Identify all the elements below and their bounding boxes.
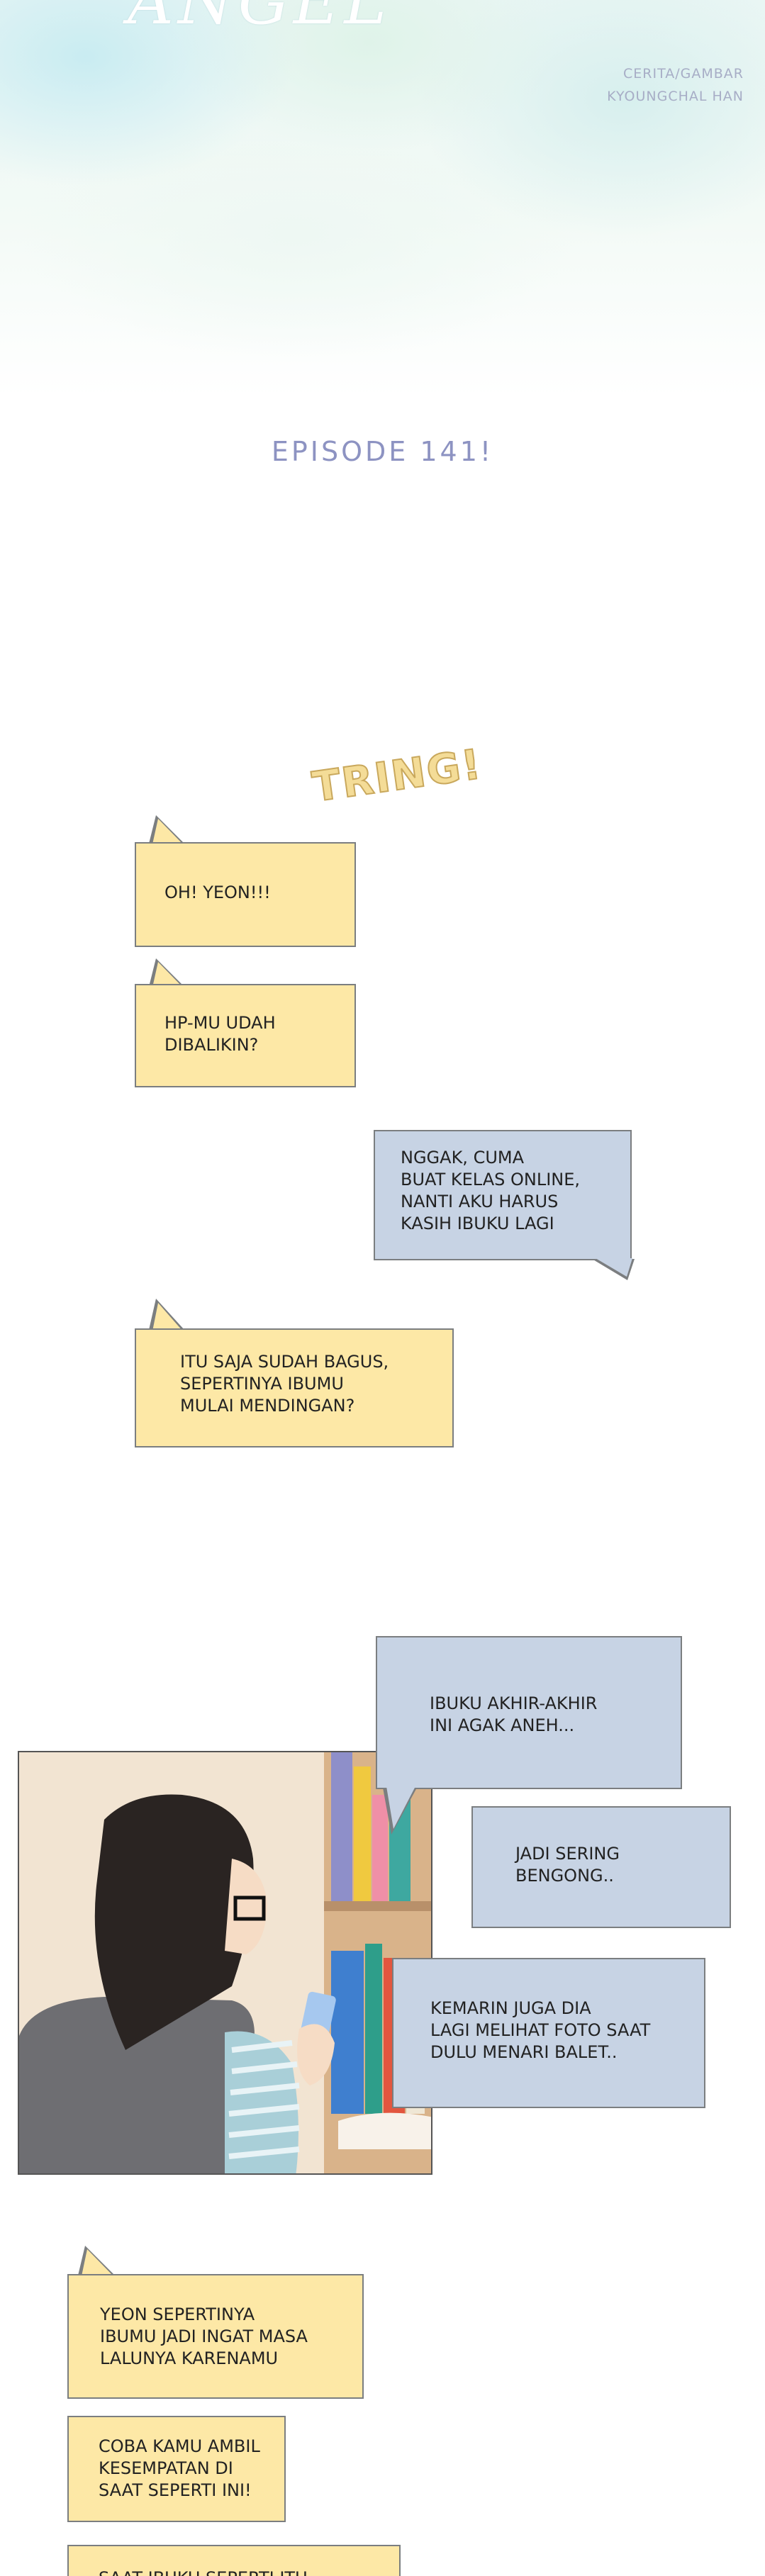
title-header: ANGEL CERITA/GAMBAR KYOUNGCHAL HAN bbox=[0, 0, 765, 397]
chat-text: YEON SEPERTINYA IBUMU JADI INGAT MASA LA… bbox=[100, 2305, 308, 2368]
credit-role: CERITA/GAMBAR bbox=[623, 66, 744, 82]
girl-with-phone-drawing bbox=[19, 1752, 431, 2173]
bubble-tail bbox=[152, 1303, 183, 1331]
chat-text: KEMARIN JUGA DIA LAGI MELIHAT FOTO SAAT … bbox=[430, 1998, 651, 2062]
chat-text: OH! YEON!!! bbox=[164, 883, 271, 902]
chat-bubble-friend: HP-MU UDAH DIBALIKIN? bbox=[135, 984, 356, 1087]
chat-text: JADI SERING BENGONG.. bbox=[515, 1844, 620, 1886]
bubble-tail bbox=[152, 962, 183, 987]
chat-bubble-friend: SAAT IBUKU SEPERTI ITU bbox=[67, 2545, 401, 2576]
author-credit: CERITA/GAMBAR KYOUNGCHAL HAN bbox=[607, 62, 744, 108]
chat-bubble-friend: ITU SAJA SUDAH BAGUS, SEPERTINYA IBUMU M… bbox=[135, 1328, 454, 1447]
chat-bubble-friend: OH! YEON!!! bbox=[135, 842, 356, 947]
credit-author: KYOUNGCHAL HAN bbox=[607, 89, 744, 104]
chat-bubble-yeon: JADI SERING BENGONG.. bbox=[471, 1806, 731, 1928]
bubble-tail bbox=[82, 2249, 113, 2276]
chat-text: ITU SAJA SUDAH BAGUS, SEPERTINYA IBUMU M… bbox=[180, 1352, 389, 1416]
reading-phone-illustration bbox=[18, 1751, 432, 2175]
bubble-tail bbox=[596, 1258, 632, 1277]
chat-bubble-friend: COBA KAMU AMBIL KESEMPATAN DI SAAT SEPER… bbox=[67, 2416, 286, 2522]
bubble-tail bbox=[152, 819, 183, 844]
chat-bubble-yeon: NGGAK, CUMA BUAT KELAS ONLINE, NANTI AKU… bbox=[374, 1130, 632, 1260]
phone-sound-effect: TRING! bbox=[308, 739, 486, 812]
episode-label: EPISODE 141! bbox=[271, 436, 494, 467]
series-title: ANGEL bbox=[128, 0, 391, 39]
bubble-tail bbox=[386, 1786, 415, 1829]
chat-text: SAAT IBUKU SEPERTI ITU bbox=[99, 2567, 308, 2576]
chat-bubble-yeon: KEMARIN JUGA DIA LAGI MELIHAT FOTO SAAT … bbox=[392, 1958, 705, 2108]
chat-text: HP-MU UDAH DIBALIKIN? bbox=[164, 1013, 276, 1055]
chat-text: IBUKU AKHIR-AKHIR INI AGAK ANEH... bbox=[430, 1693, 598, 1735]
chat-text: COBA KAMU AMBIL KESEMPATAN DI SAAT SEPER… bbox=[99, 2436, 260, 2500]
chat-bubble-yeon: IBUKU AKHIR-AKHIR INI AGAK ANEH... bbox=[376, 1636, 682, 1789]
chat-bubble-friend: YEON SEPERTINYA IBUMU JADI INGAT MASA LA… bbox=[67, 2274, 364, 2399]
chat-text: NGGAK, CUMA BUAT KELAS ONLINE, NANTI AKU… bbox=[401, 1148, 581, 1233]
